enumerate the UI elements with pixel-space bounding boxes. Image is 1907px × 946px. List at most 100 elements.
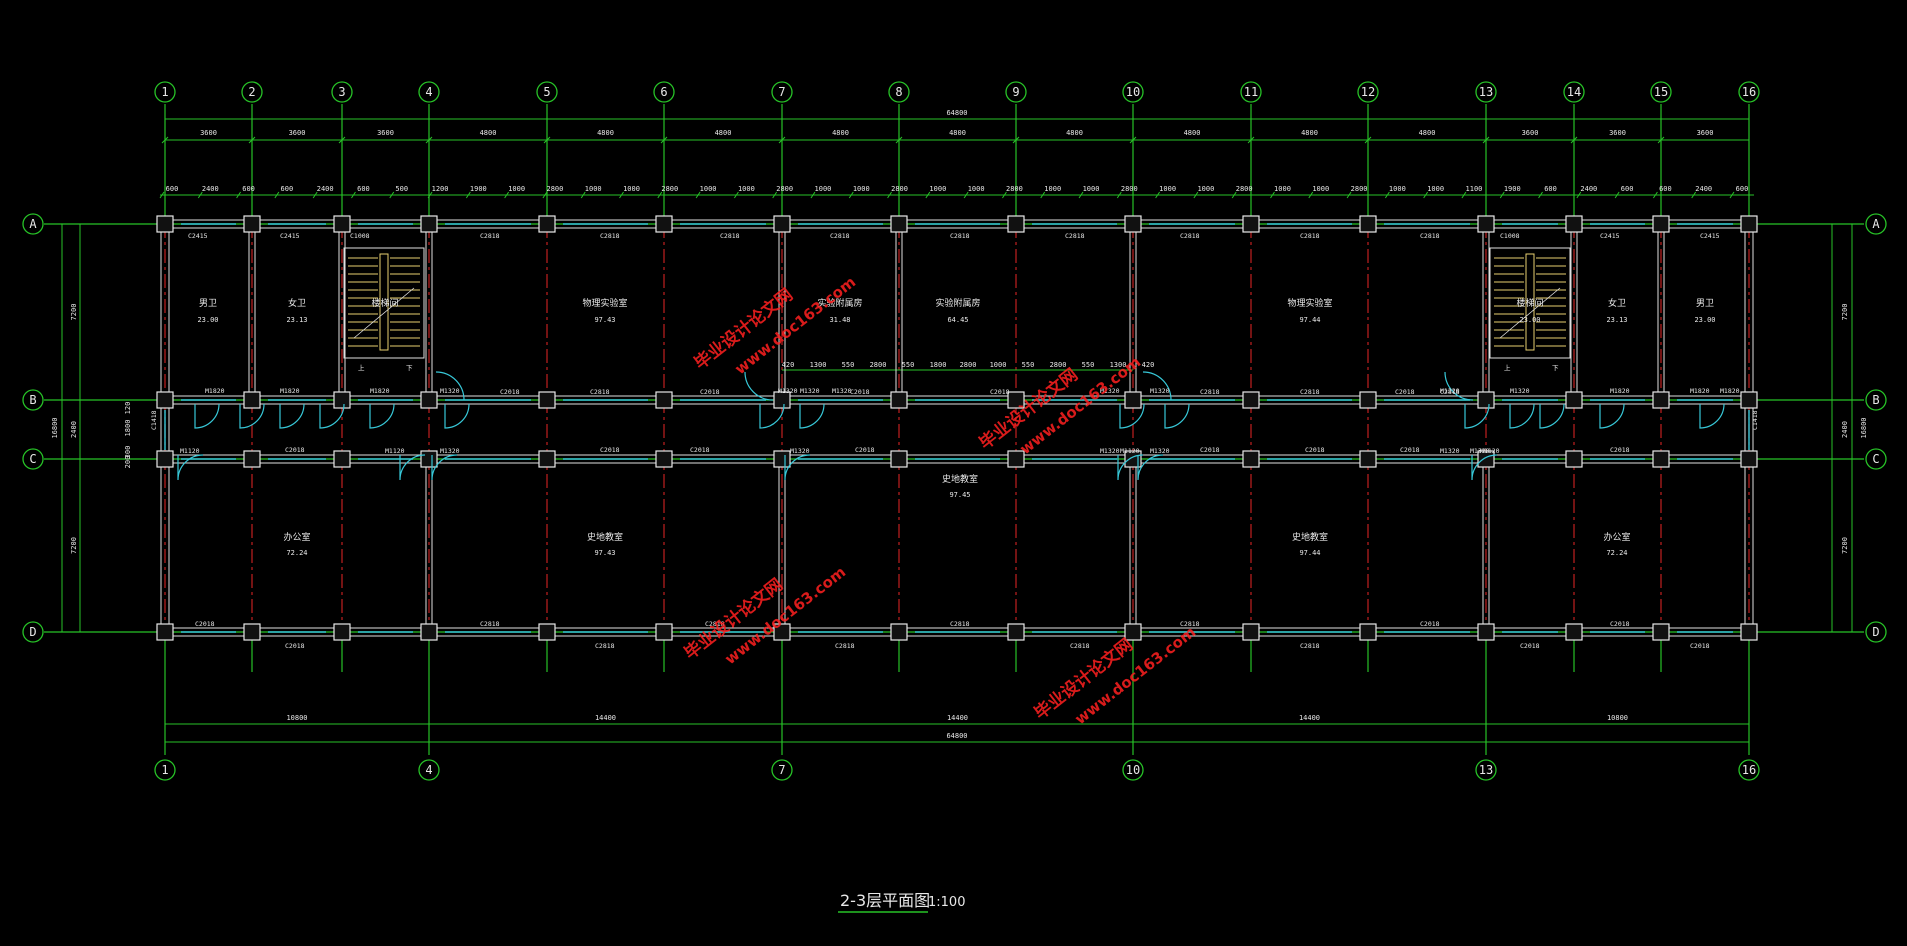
col-bubble-top xyxy=(418,81,440,103)
stair-arrow xyxy=(1499,287,1561,339)
column xyxy=(1565,391,1583,409)
window-tag-c: C2018 xyxy=(1610,446,1630,454)
column xyxy=(1477,450,1495,468)
left-dim-text: 7200 xyxy=(70,304,78,321)
detail-dim-text: 1900 xyxy=(1504,185,1521,193)
dim-tick xyxy=(1078,191,1084,199)
bay-dim-text: 3600 xyxy=(1697,129,1714,137)
dim-tick xyxy=(338,136,346,144)
bay-dim-text: 4800 xyxy=(949,129,966,137)
door-swing xyxy=(431,454,458,481)
dim-tick xyxy=(1482,136,1490,144)
row-bubble-right xyxy=(1865,389,1887,411)
corridor-dim-text: 2800 xyxy=(960,361,977,369)
col-bubble-bottom xyxy=(1475,759,1497,781)
column xyxy=(773,623,791,641)
door-swing xyxy=(1699,403,1725,429)
stair-well xyxy=(343,247,425,359)
row-bubble-right xyxy=(1865,448,1887,470)
dim-tick xyxy=(1691,191,1697,199)
bay-dim-text: 3600 xyxy=(1522,129,1539,137)
door-tag: M1820 xyxy=(1720,387,1740,395)
bay-dim-text: 4800 xyxy=(832,129,849,137)
left-dim-text: 2400 xyxy=(70,421,78,438)
detail-dim-text: 1000 xyxy=(623,185,640,193)
col-bubble-label: 16 xyxy=(1742,763,1756,777)
room-name: 实验附属房 xyxy=(935,297,980,309)
detail-dim-text: 1000 xyxy=(1159,185,1176,193)
bay-dim-text: 4800 xyxy=(480,129,497,137)
col-bubble-label: 13 xyxy=(1479,85,1493,99)
dim-tick xyxy=(427,191,433,199)
column xyxy=(1652,391,1670,409)
door-tag: M1320 xyxy=(790,447,810,455)
row-bubble-left xyxy=(22,213,44,235)
column xyxy=(1477,215,1495,233)
detail-dim-text: 600 xyxy=(1659,185,1672,193)
door-tag: M1820 xyxy=(1610,387,1630,395)
column xyxy=(1359,450,1377,468)
dim-tick xyxy=(1129,136,1137,144)
bay-dim-text: 3600 xyxy=(377,129,394,137)
dim-tick xyxy=(1652,191,1658,199)
row-axis-lines xyxy=(44,223,1864,633)
dim-tick xyxy=(1657,136,1665,144)
window-tag-top: C1008 xyxy=(350,232,370,240)
column xyxy=(1565,450,1583,468)
door-tag: M1320 xyxy=(778,387,798,395)
window-tag-top: C2818 xyxy=(1420,232,1440,240)
dim-tick xyxy=(1308,191,1314,199)
right-dim-text: 7200 xyxy=(1841,537,1849,554)
col-bubble-top xyxy=(1738,81,1760,103)
col-bubble-top xyxy=(241,81,263,103)
corridor-dim-text: 1800 xyxy=(930,361,947,369)
col-bubble-top xyxy=(888,81,910,103)
row-bubble-label: C xyxy=(1872,452,1879,466)
col-bubble-label: 5 xyxy=(543,85,550,99)
column xyxy=(1740,215,1758,233)
small-dim-text: 300 xyxy=(124,446,132,459)
dim-tick xyxy=(197,191,203,199)
window-tag-d: C2818 xyxy=(480,620,500,628)
door-swing xyxy=(744,371,774,401)
column xyxy=(156,623,174,641)
detail-dim-text: 2800 xyxy=(1121,185,1138,193)
detail-dim-text: 600 xyxy=(1544,185,1557,193)
col-bubble-label: 11 xyxy=(1244,85,1258,99)
corridor-dim-text: 420 xyxy=(1142,361,1155,369)
column xyxy=(333,623,351,641)
stairwells: 上下上下 xyxy=(343,247,1571,372)
bay-dim-text: 4800 xyxy=(1301,129,1318,137)
room-area: 97.43 xyxy=(594,549,615,557)
column xyxy=(890,623,908,641)
column xyxy=(156,215,174,233)
stair-down-mark: 下 xyxy=(406,364,413,372)
detail-dim-text: 2400 xyxy=(1695,185,1712,193)
detail-dim-text: 600 xyxy=(166,185,179,193)
bay-dim-text: 4800 xyxy=(1419,129,1436,137)
stair-well xyxy=(1489,247,1571,359)
door-swing xyxy=(784,454,811,481)
corridor-dim-text: 420 xyxy=(782,361,795,369)
corridor-dim-text: 1300 xyxy=(1110,361,1127,369)
door-tag: M1320 xyxy=(1470,447,1490,455)
door-swing xyxy=(319,403,345,429)
dim-tick xyxy=(504,191,510,199)
column xyxy=(1242,450,1260,468)
room-area: 31.48 xyxy=(829,316,850,324)
room-labels: 男卫23.00女卫23.13楼梯间物理实验室97.43实验附属房31.48实验附… xyxy=(197,297,1715,557)
room-area: 72.24 xyxy=(286,549,307,557)
col-bubble-bottom xyxy=(154,759,176,781)
col-bubble-bottom xyxy=(418,759,440,781)
column xyxy=(420,623,438,641)
detail-dim-text: 1000 xyxy=(1197,185,1214,193)
dim-tick xyxy=(159,191,165,199)
window-tag-d: C2018 xyxy=(285,642,305,650)
column xyxy=(1477,391,1495,409)
window-tag-d: C2018 xyxy=(1420,620,1440,628)
door-tag: M1820 xyxy=(370,387,390,395)
window-tag-c: C2018 xyxy=(1400,446,1420,454)
dim-tick xyxy=(925,191,931,199)
dim-tick xyxy=(1116,191,1122,199)
detail-dim-text: 2800 xyxy=(661,185,678,193)
